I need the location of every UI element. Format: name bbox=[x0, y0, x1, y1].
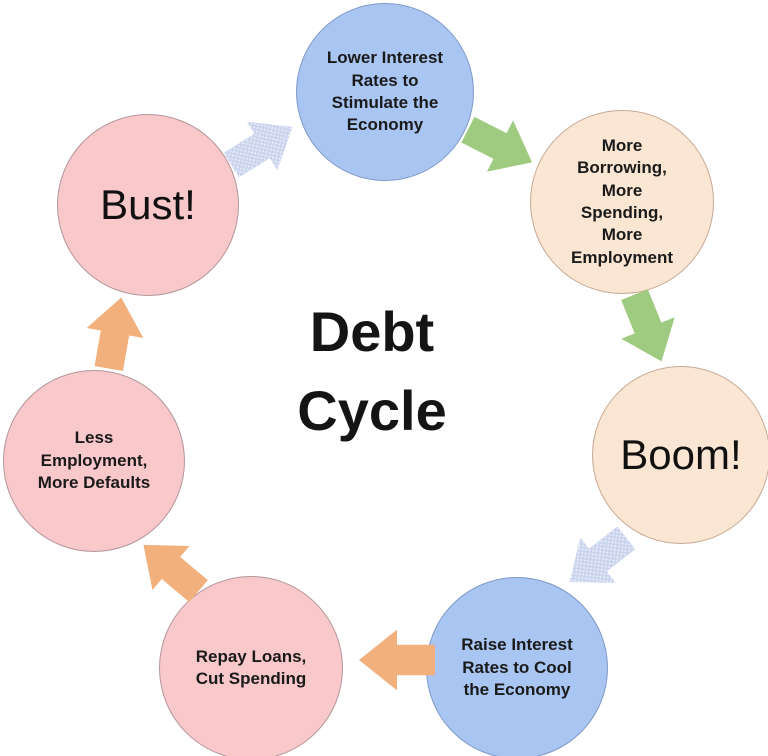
node-label-bust: Bust! bbox=[100, 180, 196, 228]
node-raise-interest-rates: Raise Interest Rates to Cool the Economy bbox=[426, 577, 608, 756]
arrow-raise-interest-to-repay-loans-icon bbox=[359, 629, 435, 691]
diagram-title: Debt Cycle bbox=[262, 292, 482, 450]
diagram-title-line1: Debt bbox=[309, 300, 435, 363]
node-label-less-employment: Less Employment, More Defaults bbox=[37, 428, 151, 493]
node-label-raise-interest-rates: Raise Interest Rates to Cool the Economy bbox=[461, 635, 573, 700]
node-lower-interest-rates: Lower Interest Rates to Stimulate the Ec… bbox=[296, 3, 474, 181]
node-label-boom: Boom! bbox=[620, 430, 742, 478]
arrow-repay-loans-to-less-employment-icon bbox=[143, 544, 208, 603]
arrow-bust-to-lower-interest-icon bbox=[223, 121, 293, 178]
node-more-borrowing: More Borrowing, More Spending, More Empl… bbox=[530, 110, 714, 294]
diagram-title-line2: Cycle bbox=[297, 379, 447, 442]
node-label-lower-interest-rates: Lower Interest Rates to Stimulate the Ec… bbox=[326, 48, 444, 135]
node-bust: Bust! bbox=[57, 114, 239, 296]
node-label-repay-loans: Repay Loans, Cut Spending bbox=[195, 646, 307, 688]
arrow-less-employment-to-bust-icon bbox=[86, 297, 144, 371]
node-boom: Boom! bbox=[592, 366, 768, 544]
node-repay-loans: Repay Loans, Cut Spending bbox=[159, 576, 343, 756]
arrow-more-borrowing-to-boom-icon bbox=[621, 289, 675, 362]
node-label-more-borrowing: More Borrowing, More Spending, More Empl… bbox=[570, 135, 674, 267]
node-less-employment: Less Employment, More Defaults bbox=[3, 370, 185, 552]
arrow-lower-interest-to-more-borrowing-icon bbox=[461, 116, 533, 172]
arrow-boom-to-raise-interest-icon bbox=[569, 526, 636, 583]
